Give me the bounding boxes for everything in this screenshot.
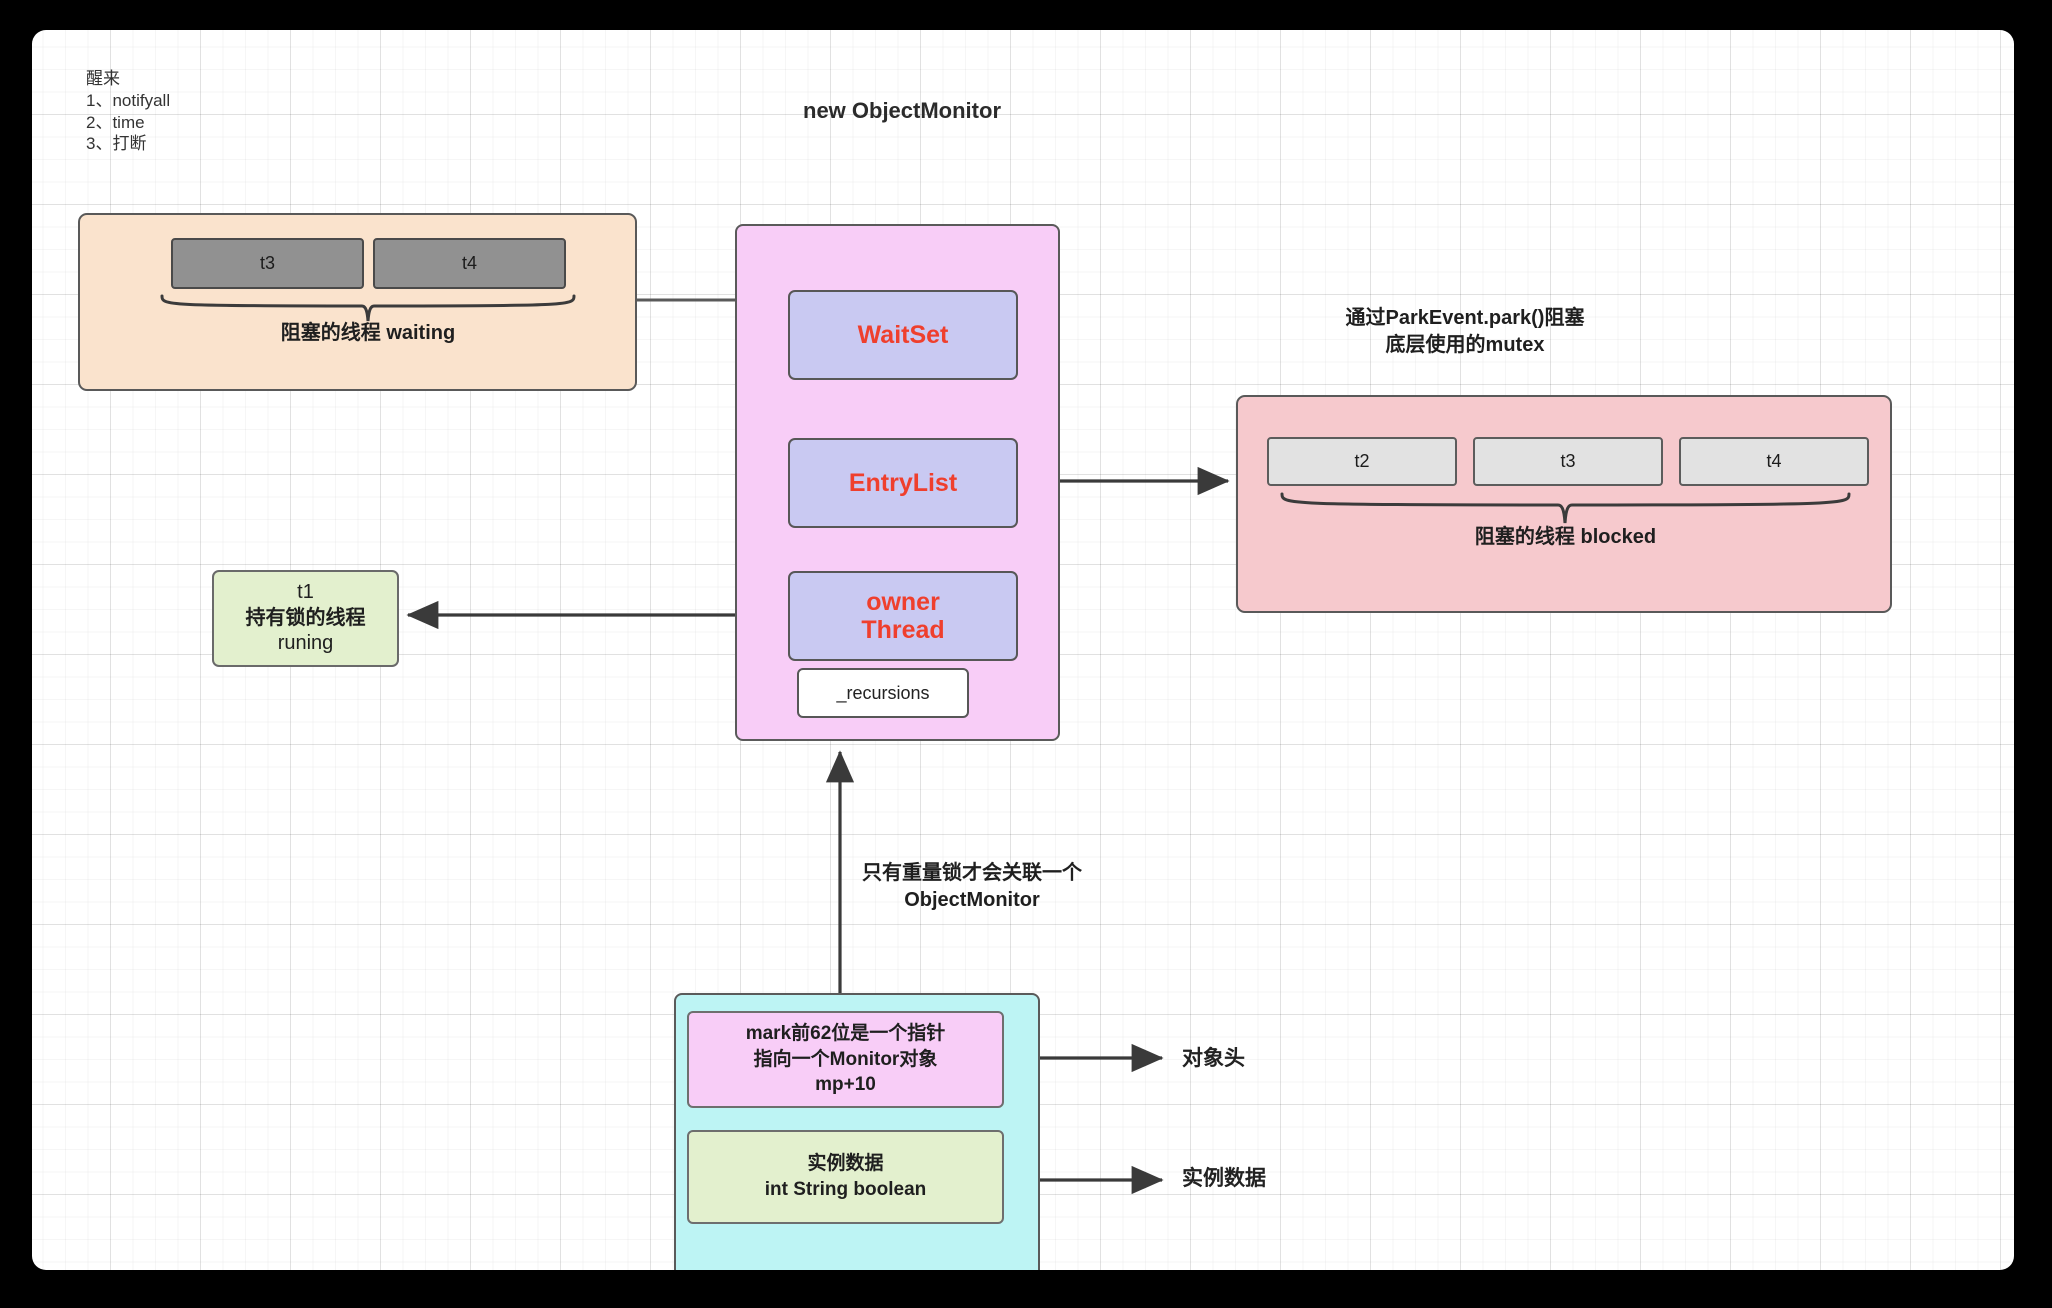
note-wake-item-1: 2、time <box>86 112 145 132</box>
note-wake: 醒来 1、notifyall 2、time 3、打断 <box>86 68 346 155</box>
waiting-label: 阻塞的线程 waiting <box>280 322 456 344</box>
waiting-threads-panel[interactable]: t3 t4 阻塞的线程 waiting <box>78 213 637 391</box>
note-parkevent-line-1: 底层使用的mutex <box>1385 334 1545 356</box>
java-object-box[interactable]: mark前62位是一个指针 指向一个Monitor对象 mp+10 实例数据 i… <box>674 993 1040 1270</box>
slot-owner-line2: Thread <box>861 616 945 644</box>
object-mark-word-row[interactable]: mark前62位是一个指针 指向一个Monitor对象 mp+10 <box>687 1011 1004 1108</box>
note-wake-title: 醒来 <box>86 69 120 88</box>
note-wake-item-0: 1、notifyall <box>86 90 171 110</box>
slot-owner-line1: owner <box>866 588 940 616</box>
object-mark-line-2: mp+10 <box>815 1074 876 1096</box>
blocked-label: 阻塞的线程 blocked <box>1474 526 1657 548</box>
diagram-title: new ObjectMonitor <box>803 98 1001 123</box>
thread-box-t4-waiting[interactable]: t4 <box>373 238 566 289</box>
slot-recursions[interactable]: _recursions <box>797 668 969 718</box>
label-instance-data: 实例数据 <box>1182 1167 1266 1190</box>
brace-icon-blocked <box>1280 492 1851 524</box>
thread-box-t3-blocked[interactable]: t3 <box>1473 437 1663 486</box>
note-heavyweight-line-0: 只有重量锁才会关联一个 <box>862 862 1082 884</box>
owner-thread-t1-box[interactable]: t1 持有锁的线程 runing <box>212 570 399 667</box>
object-mark-line-0: mark前62位是一个指针 <box>745 1023 946 1045</box>
diagram-canvas[interactable]: 醒来 1、notifyall 2、time 3、打断 new ObjectMon… <box>32 30 2014 1270</box>
note-heavyweight-lock: 只有重量锁才会关联一个 ObjectMonitor <box>822 860 1122 914</box>
note-wake-item-2: 3、打断 <box>86 134 147 154</box>
object-mark-line-1: 指向一个Monitor对象 <box>753 1048 938 1070</box>
label-object-header: 对象头 <box>1182 1047 1245 1070</box>
slot-owner-thread[interactable]: owner Thread <box>788 571 1018 661</box>
slot-entrylist[interactable]: EntryList <box>788 438 1018 528</box>
object-instance-line-1: int String boolean <box>764 1179 927 1200</box>
t1-line-2: 持有锁的线程 <box>245 606 366 629</box>
thread-box-t4-blocked[interactable]: t4 <box>1679 437 1869 486</box>
slot-waitset[interactable]: WaitSet <box>788 290 1018 380</box>
object-instance-data-row[interactable]: 实例数据 int String boolean <box>687 1130 1004 1224</box>
blocked-threads-panel[interactable]: t2 t3 t4 阻塞的线程 blocked <box>1236 395 1892 613</box>
thread-box-t2-blocked[interactable]: t2 <box>1267 437 1457 486</box>
note-parkevent-line-0: 通过ParkEvent.park()阻塞 <box>1345 307 1585 329</box>
t1-line-1: t1 <box>297 581 314 604</box>
note-heavyweight-line-1: ObjectMonitor <box>904 889 1040 911</box>
brace-icon-waiting <box>160 294 576 322</box>
note-parkevent: 通过ParkEvent.park()阻塞 底层使用的mutex <box>1295 305 1635 359</box>
thread-box-t3-waiting[interactable]: t3 <box>171 238 364 289</box>
object-monitor-box[interactable]: WaitSet EntryList owner Thread _recursio… <box>735 224 1060 741</box>
t1-line-3: runing <box>277 632 334 655</box>
object-instance-line-0: 实例数据 <box>807 1153 884 1175</box>
